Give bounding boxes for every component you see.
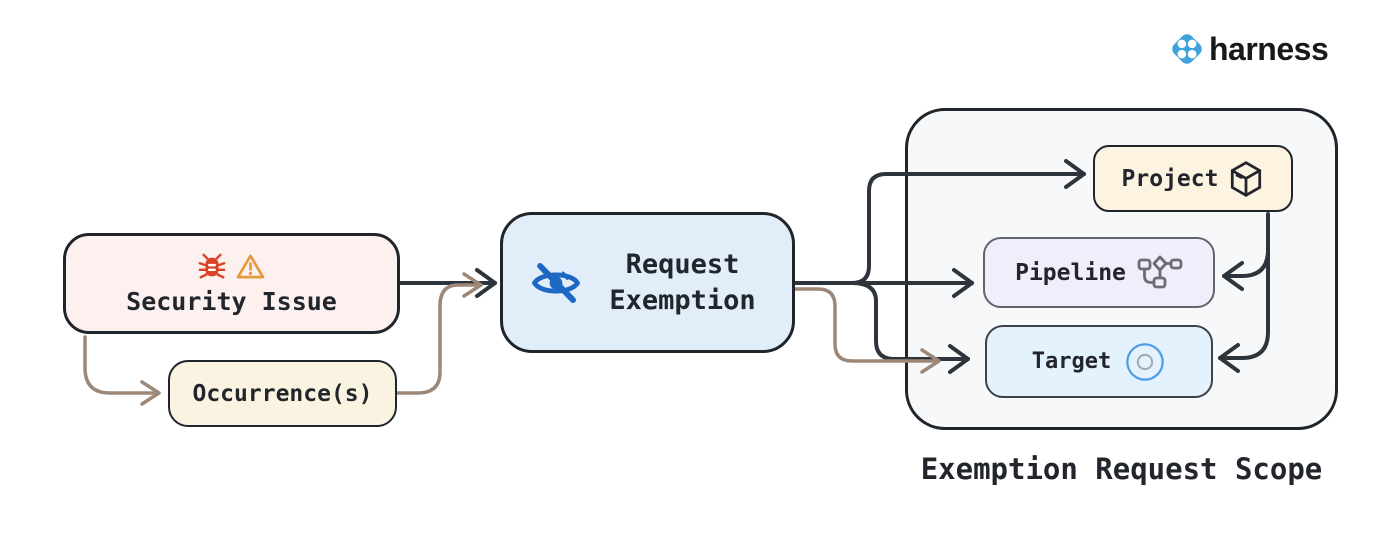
bug-icon bbox=[198, 253, 226, 279]
security-issue-label: Security Issue bbox=[126, 286, 337, 316]
security-issue-icons bbox=[197, 252, 266, 282]
pipeline-node: Pipeline bbox=[983, 237, 1215, 308]
harness-logo: harness bbox=[1168, 30, 1329, 68]
warning-icon bbox=[236, 254, 265, 279]
request-exemption-node: Request Exemption bbox=[500, 212, 795, 353]
scope-caption: Exemption Request Scope bbox=[920, 452, 1323, 486]
request-exemption-label: Request Exemption bbox=[609, 248, 756, 316]
project-label: Project bbox=[1121, 165, 1219, 192]
concentric-circles-icon bbox=[1126, 342, 1165, 381]
occurrences-node: Occurrence(s) bbox=[168, 360, 397, 427]
harness-clover-icon bbox=[1172, 34, 1202, 64]
arrow-occurrence-to-exemption bbox=[396, 283, 482, 395]
flowchart-icon bbox=[1137, 255, 1183, 289]
occurrences-label: Occurrence(s) bbox=[192, 380, 373, 407]
pipeline-label: Pipeline bbox=[1015, 259, 1126, 286]
eye-off-icon bbox=[531, 262, 580, 303]
target-node: Target bbox=[985, 325, 1213, 398]
harness-wordmark: harness bbox=[1209, 30, 1329, 67]
target-label: Target bbox=[1031, 349, 1112, 374]
arrow-security-to-occurrence bbox=[83, 335, 159, 395]
project-node: Project bbox=[1093, 145, 1293, 212]
package-cube-icon bbox=[1231, 160, 1262, 197]
security-issue-node: Security Issue bbox=[63, 233, 400, 334]
